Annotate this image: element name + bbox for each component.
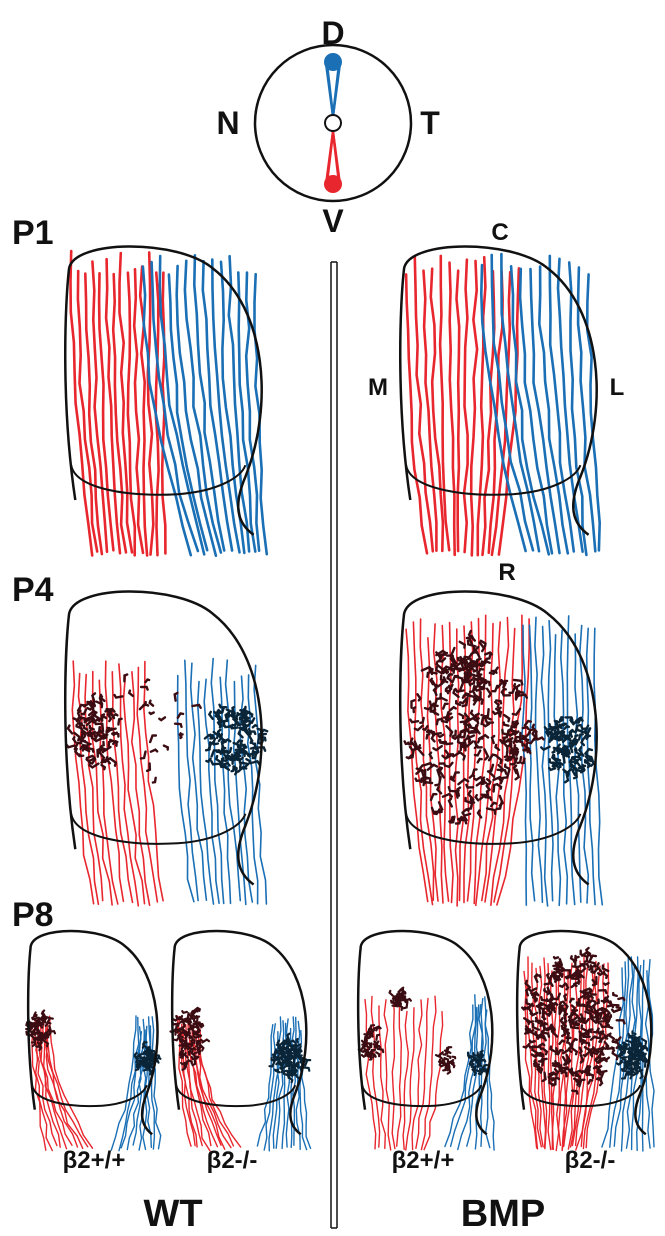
dorsal-axon bbox=[152, 1017, 161, 1149]
medial-label: M bbox=[368, 374, 388, 401]
dorsal-axon bbox=[169, 275, 207, 551]
dorsal-axon bbox=[451, 995, 476, 1147]
ventral-axon bbox=[416, 999, 428, 1149]
colliculus-p8-bmp-b2ko bbox=[517, 931, 654, 1151]
nasal-label: N bbox=[216, 105, 239, 141]
dorsal-axon bbox=[541, 626, 547, 906]
ventral-axon bbox=[137, 667, 157, 902]
ventral-axon bbox=[112, 672, 132, 903]
genotype-label-bmp-b2ko: β2-/- bbox=[565, 1147, 616, 1174]
ventral-axon bbox=[421, 996, 436, 1149]
dorsal-axon bbox=[554, 635, 560, 906]
stage-label-p1: P1 bbox=[12, 214, 54, 252]
dorsal-axon bbox=[530, 625, 535, 901]
ventral-axon bbox=[457, 271, 460, 551]
ventral-axon bbox=[403, 1012, 408, 1150]
arbor-cluster bbox=[171, 1008, 210, 1070]
ventral-axon bbox=[471, 261, 477, 556]
stage-label-p8: P8 bbox=[12, 896, 54, 934]
ventral-axon bbox=[72, 661, 93, 904]
dorsal-axon bbox=[561, 630, 568, 904]
colliculus-p4-wt bbox=[65, 591, 267, 905]
arbor-cluster bbox=[522, 948, 624, 1094]
condition-divider bbox=[331, 262, 337, 1228]
dorsal-axon bbox=[587, 274, 600, 550]
colliculus-p8-wt-b2wt bbox=[26, 931, 161, 1151]
colliculus-p1-bmp bbox=[400, 246, 599, 555]
genotype-label-wt-b2wt: β2+/+ bbox=[63, 1147, 126, 1174]
ventral-axon bbox=[365, 1000, 376, 1149]
dorsal-axon bbox=[273, 1017, 281, 1148]
colliculus-p8-wt-b2ko bbox=[171, 931, 311, 1151]
ventral-axon bbox=[392, 995, 395, 1148]
ventral-axon bbox=[384, 1000, 391, 1150]
temporal-label: T bbox=[420, 105, 440, 141]
ventral-axon bbox=[144, 662, 163, 901]
genotype-label-bmp-b2wt: β2+/+ bbox=[392, 1147, 455, 1174]
caudal-label: C bbox=[491, 219, 508, 246]
arbor-cluster bbox=[390, 988, 411, 1010]
colliculus-p4-bmp bbox=[400, 591, 602, 906]
colliculus-p1-wt bbox=[65, 246, 267, 555]
condition-label-bmp: BMP bbox=[461, 1193, 545, 1235]
dorsal-axon bbox=[445, 1005, 473, 1146]
ventral-axon bbox=[397, 999, 402, 1147]
ventral-dot bbox=[324, 175, 342, 193]
ventral-label: V bbox=[322, 203, 344, 239]
ventral-axon bbox=[464, 260, 468, 552]
rostral-label: R bbox=[498, 559, 515, 586]
retina-orientation-diagram: D V N T bbox=[216, 15, 440, 239]
ventral-axon bbox=[450, 263, 455, 555]
lateral-label: L bbox=[610, 374, 625, 401]
dorsal-label: D bbox=[321, 15, 344, 51]
arbor-cluster bbox=[436, 1047, 455, 1073]
genotype-label-wt-b2ko: β2-/- bbox=[207, 1147, 258, 1174]
ventral-axon bbox=[420, 619, 433, 900]
optic-disc bbox=[325, 115, 341, 131]
dorsal-axon bbox=[520, 269, 552, 554]
colliculus-p8-bmp-b2wt bbox=[358, 931, 494, 1150]
dorsal-dot bbox=[324, 53, 342, 71]
stage-label-p4: P4 bbox=[12, 571, 54, 609]
ventral-axon bbox=[455, 629, 459, 906]
dorsal-axon bbox=[535, 617, 543, 902]
condition-label-wt: WT bbox=[143, 1193, 202, 1235]
